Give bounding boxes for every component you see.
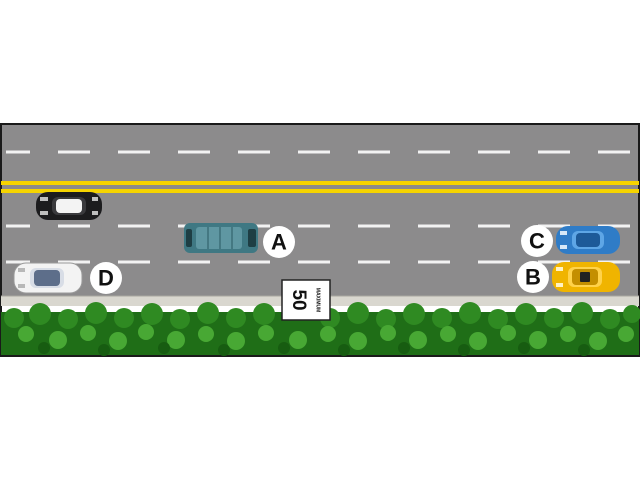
vehicle-c-sedan [556, 226, 620, 254]
marker-d-label: D [98, 266, 114, 291]
speed-limit-number: 50 [288, 289, 309, 310]
marker-c: C [521, 225, 553, 257]
vehicle-b-taxi [552, 262, 620, 292]
speed-limit-sign-icon: 50 MAXIMUM [281, 279, 331, 321]
roadside-shrubs [1, 302, 640, 356]
vehicle-dark-sedan [36, 192, 102, 220]
double-yellow-center-line [1, 181, 639, 193]
marker-b-label: B [525, 265, 541, 290]
vehicle-a-suv [184, 223, 258, 253]
marker-d: D [90, 262, 122, 294]
marker-c-label: C [529, 229, 545, 254]
marker-b: B [517, 261, 549, 293]
marker-a: A [263, 226, 295, 258]
vehicle-d-sedan [13, 262, 83, 294]
speed-limit-word: MAXIMUM [315, 288, 321, 312]
marker-a-label: A [271, 230, 287, 255]
scene-frame [0, 123, 640, 357]
